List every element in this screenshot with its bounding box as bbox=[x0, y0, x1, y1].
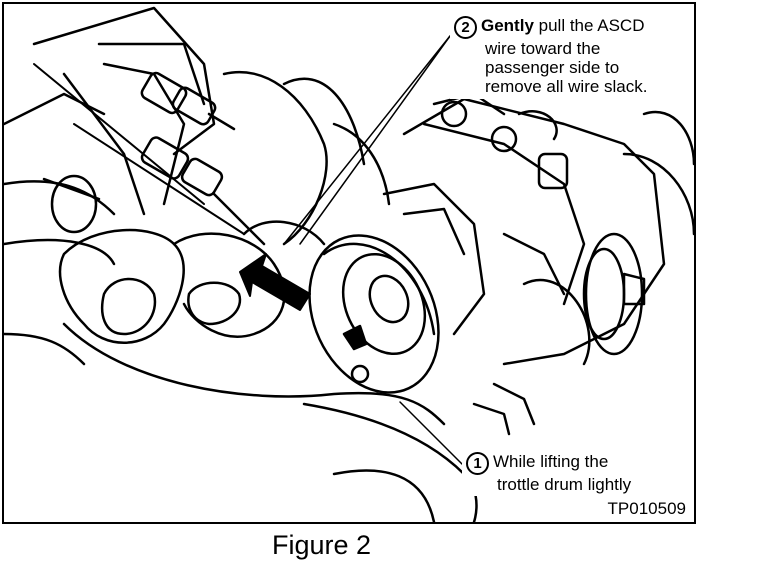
hand bbox=[4, 70, 478, 522]
figure-caption: Figure 2 bbox=[272, 530, 372, 560]
callout-text: pull the ASCD bbox=[538, 16, 645, 35]
part-code: TP010509 bbox=[605, 499, 688, 518]
callout-text: While lifting the bbox=[493, 452, 609, 471]
callout-emphasis: Gently bbox=[481, 16, 534, 35]
callout-text: wire toward the bbox=[485, 39, 601, 58]
throttle-body bbox=[382, 92, 694, 436]
hose bbox=[4, 174, 116, 266]
callout-text: remove all wire slack. bbox=[485, 77, 648, 96]
throttle-drum bbox=[308, 234, 440, 394]
cable-bracket bbox=[4, 6, 245, 235]
callout-text: trottle drum lightly bbox=[497, 475, 632, 494]
step-number-1: 1 bbox=[466, 452, 489, 475]
callout-text: passenger side to bbox=[485, 58, 620, 77]
leader-lines bbox=[283, 35, 465, 467]
throttle-illustration bbox=[4, 6, 694, 522]
pull-direction-arrow-icon bbox=[239, 253, 311, 311]
step-number-2: 2 bbox=[454, 16, 477, 39]
cable-nut-lower bbox=[140, 136, 266, 246]
cable-nut-upper bbox=[140, 71, 236, 131]
